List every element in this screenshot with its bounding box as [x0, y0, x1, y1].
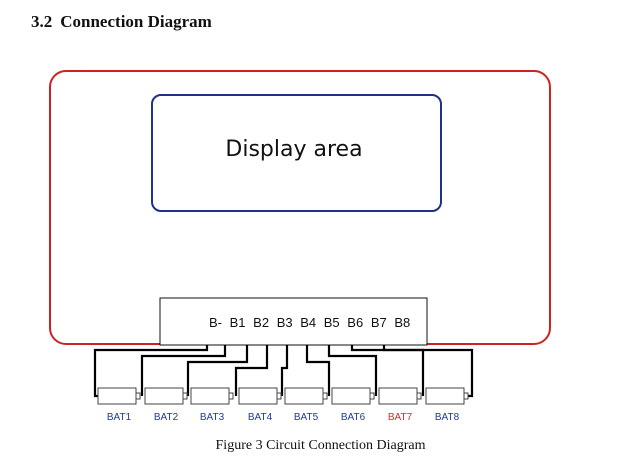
connection-wire	[93, 345, 209, 398]
battery-cells: BAT1 BAT2 BAT3 BAT4 BAT5 BAT6 BAT7 BAT8	[97, 387, 469, 423]
display-area-box	[151, 94, 442, 212]
battery-cell	[331, 387, 371, 405]
connection-wires	[93, 345, 474, 398]
battery-terminal	[369, 392, 375, 400]
battery-terminal	[135, 392, 141, 400]
battery-label: BAT8	[435, 412, 460, 423]
battery-terminal	[276, 392, 282, 400]
connection-wire	[305, 345, 331, 396]
section-heading: 3.2 Connection Diagram	[31, 12, 212, 32]
pin-label-b-minus: B-	[209, 315, 222, 330]
section-number: 3.2	[31, 12, 53, 31]
connection-wire	[327, 345, 378, 396]
battery-label: BAT1	[107, 412, 132, 423]
pin-label-b8: B8	[394, 315, 410, 330]
battery-cell	[238, 387, 278, 405]
pin-label-b6: B6	[347, 315, 363, 330]
battery-terminal	[416, 392, 422, 400]
battery-terminal	[463, 392, 469, 400]
battery-terminal	[322, 392, 328, 400]
battery-label: BAT2	[154, 412, 179, 423]
battery-terminal	[228, 392, 234, 400]
pin-label-b4: B4	[300, 315, 316, 330]
pin-label-b7: B7	[371, 315, 387, 330]
battery-label: BAT5	[294, 412, 319, 423]
connection-wire	[234, 345, 269, 396]
connector-pin-labels: B- B1 B2 B3 B4 B5 B6 B7 B8	[209, 315, 410, 330]
section-title: Connection Diagram	[60, 12, 212, 31]
battery-label: BAT6	[341, 412, 366, 423]
battery-cell	[144, 387, 184, 405]
battery-cell	[190, 387, 230, 405]
battery-cell	[378, 387, 418, 405]
connection-wire	[186, 345, 249, 396]
pin-label-b3: B3	[277, 315, 293, 330]
connection-wire	[382, 345, 474, 398]
connection-wire	[140, 345, 227, 396]
connection-wire	[280, 345, 289, 396]
figure-caption: Figure 3 Circuit Connection Diagram	[215, 438, 426, 453]
pin-label-b5: B5	[324, 315, 340, 330]
battery-label: BAT4	[248, 412, 273, 423]
pin-label-b2: B2	[253, 315, 269, 330]
pin-label-b1: B1	[230, 315, 246, 330]
battery-cell	[97, 387, 137, 405]
connector-block	[159, 297, 428, 346]
display-area-label: Display area	[225, 137, 362, 162]
battery-terminal	[182, 392, 188, 400]
battery-cell	[425, 387, 465, 405]
battery-cell	[284, 387, 324, 405]
battery-label: BAT7	[388, 412, 413, 423]
battery-label: BAT3	[200, 412, 225, 423]
